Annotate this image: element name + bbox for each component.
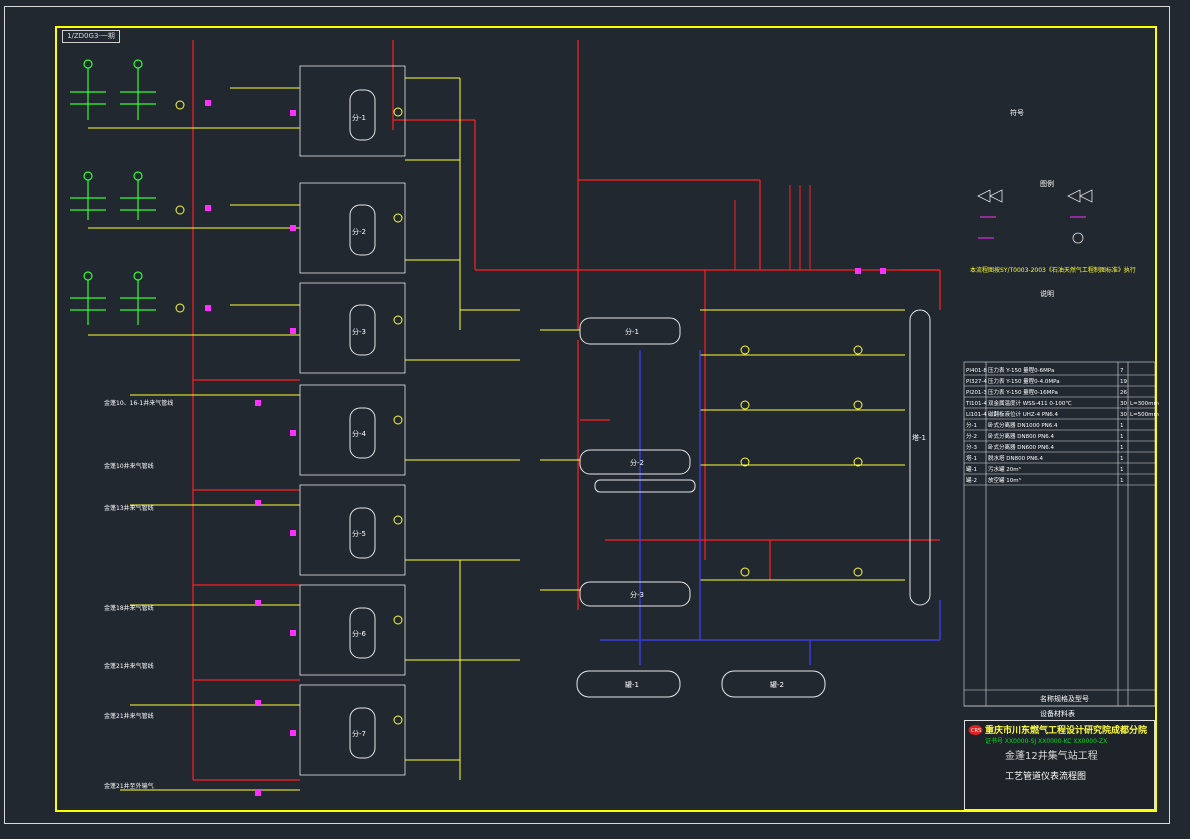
table-cell-qty: 1 [1120,478,1124,484]
table-cell-no: TI101-4 [965,401,987,407]
table-cell-qty: 30 [1120,412,1127,418]
table-cell-desc: 压力表 Y-150 量程0-16MPa [988,388,1058,396]
table-cell-qty: 1 [1120,434,1124,440]
vent-risers [734,185,811,270]
separator-skids [299,65,406,776]
certificate-line: 证书号 XX0000-SJ XX0000-KC XX0000-ZX [985,738,1108,745]
separator-label: 分-5 [352,529,366,538]
table-cell-note: L=300mm [1130,401,1159,407]
table-cell-qty: 30 [1120,401,1127,407]
drawing-tag: 1/ZD0G3-一期 [62,30,120,43]
header-separator-label: 分-3 [630,590,644,599]
table-cell-no: 分-1 [966,421,977,429]
table-cell-qty: 1 [1120,456,1124,462]
table-cell-no: 塔-1 [966,454,977,462]
table-cell-desc: 磁翻板液位计 UHZ-4 PN6.4 [988,410,1058,418]
drawing-title: 工艺管道仪表流程图 [1005,772,1087,782]
table-cell-note: L=500mm [1130,412,1159,418]
table-cell-desc: 放空罐 10m³ [988,476,1021,484]
table-cell-no: PI401-8 [966,368,987,374]
instrument-bubbles [175,100,863,725]
table-cell-no: LI101-4 [966,412,987,418]
project-name: 金蓬12井集气站工程 [1005,751,1098,762]
well-line-label: 金蓬13井来气管线 [104,504,154,512]
table-cell-desc: 压力表 Y-150 量程0-4.0MPa [988,377,1060,385]
table-cell-qty: 7 [1120,368,1124,374]
legend-symbols [977,189,1093,244]
separator-label: 分-4 [352,429,367,438]
outer-border [4,6,1170,824]
table-cell-desc: 压力表 Y-150 量程0-6MPa [988,366,1054,374]
well-line-label: 金蓬10井来气管线 [104,462,154,470]
legend-title: 符号 [1010,108,1024,117]
well-labels: 金蓬10、16-1井来气管线 金蓬10井来气管线 金蓬13井来气管线 金蓬18井… [104,399,173,790]
column-label: 塔-1 [912,433,926,442]
separator-label: 分-2 [352,227,366,236]
gas-trunk-lines [192,40,941,781]
table-cell-no: PI201-3 [966,390,987,396]
header-separator-label: 分-1 [625,327,639,336]
table-cell-no: 分-3 [966,443,977,451]
separator-label: 分-1 [352,113,366,122]
company-name: 重庆市川东燃气工程设计研究院成都分院 [985,726,1148,736]
equipment-table-grid [963,361,1156,707]
table-cell-qty: 19 [1120,379,1127,385]
table-cell-no: 罐-1 [966,465,977,473]
well-line-label: 金蓬18井来气管线 [104,604,154,612]
well-line-label: 金蓬21井来气管线 [104,662,154,670]
legend-notes-heading: 说明 [1040,289,1054,298]
table-cell-qty: 1 [1120,423,1124,429]
legend-magenta-symbols [978,216,1086,239]
well-line-label: 金蓬21井至外输气 [104,782,154,790]
table-cell-desc: 卧式分离器 DN800 PN6.4 [988,432,1055,440]
separator-label: 分-7 [352,729,366,738]
separator-label: 分-3 [352,327,366,336]
table-cell-qty: 26 [1120,390,1127,396]
drain-lines [600,350,941,665]
table-cell-no: 分-2 [966,432,977,440]
legend-flow-heading: 图例 [1040,179,1054,188]
header-separator-label: 分-2 [630,458,644,467]
separator-vessels [349,89,376,759]
well-line-label: 金蓬10、16-1井来气管线 [104,399,173,407]
instrument-symbols [205,100,886,796]
tank-label: 罐-2 [770,680,784,689]
table-cell-desc: 双金属温度计 WSS-411 0-100℃ [988,399,1072,407]
wellhead-manifolds [70,59,156,325]
table-cell-desc: 卧式分离器 DN600 PN6.4 [988,443,1055,451]
table-cell-desc: 脱水塔 DN800 PN6.4 [988,454,1044,462]
well-line-label: 金蓬21井来气管线 [104,712,154,720]
svg-text:CRS: CRS [971,728,981,734]
table-cell-no: 罐-2 [966,476,977,484]
vessel-labels: 分-1 分-2 分-3 分-4 分-5 分-6 分-7 分-1 分-2 分-3 … [352,113,926,738]
table-cell-desc: 污水罐 20m³ [988,465,1021,473]
title-block: CRS 重庆市川东燃气工程设计研究院成都分院 证书号 XX0000-SJ XX0… [964,720,1155,810]
table-cell-qty: 1 [1120,445,1124,451]
header-vessels [576,309,931,698]
table-cell-no: PI327-4 [966,379,987,385]
table-cell-desc: 卧式分离器 DN1000 PN6.4 [988,421,1058,429]
process-lines [88,77,905,791]
separator-label: 分-6 [352,629,367,638]
table-heading: 设备材料表 [1040,709,1075,718]
standard-note: 本流程图按SY/T0003-2003《石油天然气工程制图标准》执行 [970,266,1136,274]
table-cell-qty: 1 [1120,467,1124,473]
table-footer: 名称规格及型号 [1040,694,1089,703]
tank-label: 罐-1 [625,680,639,689]
company-logo: CRS [968,725,983,735]
inner-border [55,26,1157,812]
